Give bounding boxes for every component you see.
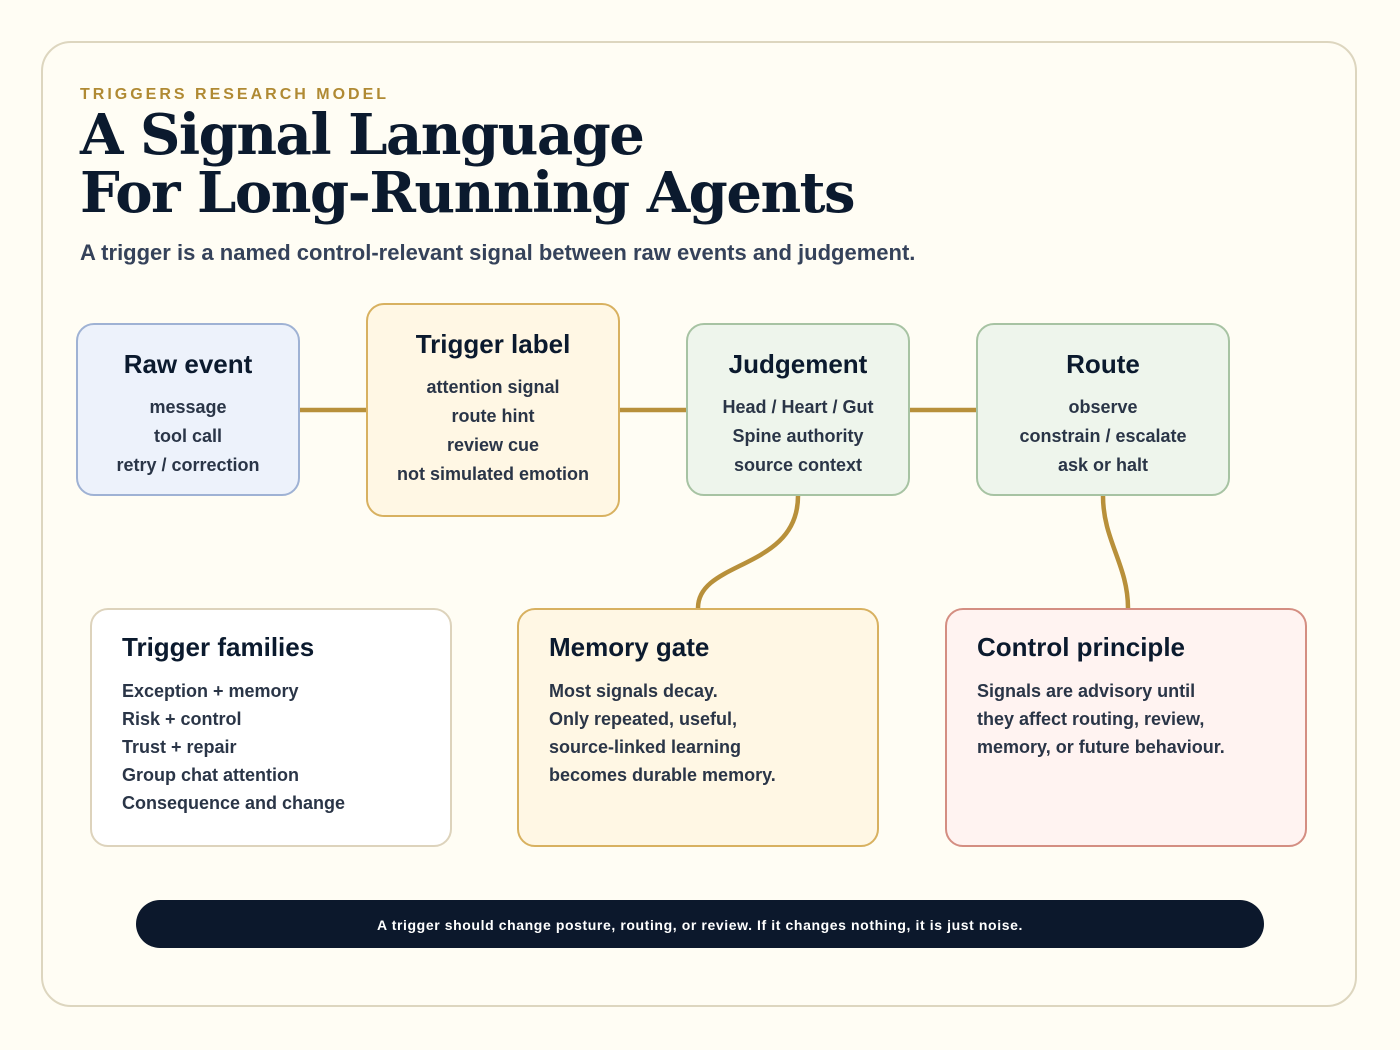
node-item: retry / correction (116, 455, 260, 475)
node-title: Route (1066, 349, 1140, 379)
node-item: constrain / escalate (1019, 426, 1187, 446)
node-item: attention signal (426, 377, 560, 397)
eyebrow-label: TRIGGERS RESEARCH MODEL (80, 86, 390, 103)
page-subtitle: A trigger is a named control-relevant si… (80, 240, 916, 265)
node-item: route hint (451, 406, 535, 426)
node-item: message (149, 397, 227, 417)
node-item: source context (733, 455, 863, 475)
node-items: attention signal route hint review cue n… (368, 373, 618, 489)
node-title: Trigger label (415, 329, 571, 359)
page-title: A Signal Language For Long-Running Agent… (80, 102, 856, 226)
card-item: Most signals decay. (549, 681, 718, 701)
card-title: Trigger families (122, 632, 315, 662)
node-item: ask or halt (1057, 455, 1149, 475)
card-items: Signals are advisory until they affect r… (977, 677, 1275, 761)
flow-node-raw-event: Raw event message tool call retry / corr… (76, 323, 300, 496)
node-items: message tool call retry / correction (78, 393, 298, 480)
node-items: Head / Heart / Gut Spine authority sourc… (688, 393, 908, 480)
card-item: becomes durable memory. (549, 765, 776, 785)
node-title: Raw event (123, 349, 253, 379)
card-item: memory, or future behaviour. (977, 737, 1225, 757)
node-title: Judgement (728, 349, 868, 379)
card-item: Exception + memory (122, 681, 299, 701)
card-items: Exception + memory Risk + control Trust … (122, 677, 420, 817)
node-item: Head / Heart / Gut (722, 397, 874, 417)
node-item: tool call (153, 426, 222, 446)
flow-node-route: Route observe constrain / escalate ask o… (976, 323, 1230, 496)
node-item: observe (1068, 397, 1138, 417)
flow-node-trigger-label: Trigger label attention signal route hin… (366, 303, 620, 517)
flow-node-judgement: Judgement Head / Heart / Gut Spine autho… (686, 323, 910, 496)
card-item: Only repeated, useful, (549, 709, 738, 729)
card-items: Most signals decay. Only repeated, usefu… (549, 677, 847, 789)
card-title: Control principle (977, 632, 1185, 662)
node-item: review cue (446, 435, 540, 455)
title-line-1: A Signal Language (80, 102, 645, 168)
node-item: not simulated emotion (396, 464, 589, 484)
card-item: source-linked learning (549, 737, 742, 757)
card-item: Consequence and change (122, 793, 346, 813)
card-trigger-families: Trigger families Exception + memory Risk… (90, 608, 452, 847)
card-item: Trust + repair (122, 737, 237, 757)
card-item: Group chat attention (122, 765, 299, 785)
card-memory-gate: Memory gate Most signals decay. Only rep… (517, 608, 879, 847)
card-item: Risk + control (122, 709, 242, 729)
card-title: Memory gate (549, 632, 710, 662)
node-items: observe constrain / escalate ask or halt (978, 393, 1228, 480)
card-item: they affect routing, review, (977, 709, 1205, 729)
node-item: Spine authority (732, 426, 864, 446)
card-control-principle: Control principle Signals are advisory u… (945, 608, 1307, 847)
footer-banner: A trigger should change posture, routing… (136, 900, 1264, 948)
card-item: Signals are advisory until (977, 681, 1196, 701)
title-line-2: For Long-Running Agents (80, 160, 856, 226)
